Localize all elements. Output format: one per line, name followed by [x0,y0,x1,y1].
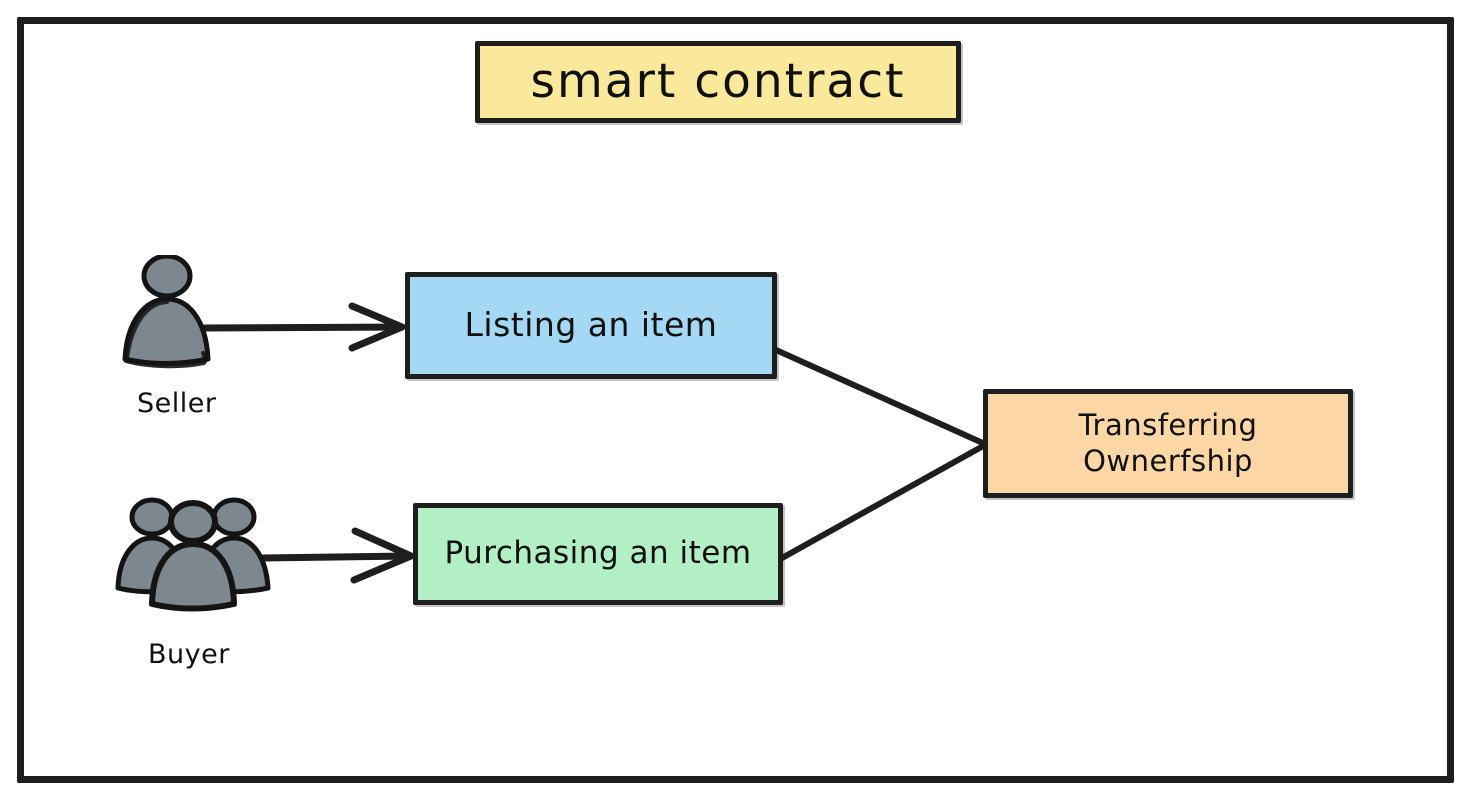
node-purchasing-an-item[interactable]: Purchasing an item [413,503,783,605]
node-label: Transferring Ownerfship [1071,408,1266,479]
group-of-people-icon [115,497,271,612]
node-label: Listing an item [464,305,718,345]
single-person-icon [122,255,211,369]
diagram-outer-frame [17,17,1454,783]
actor-label-seller: Seller [137,388,217,419]
node-label: Purchasing an item [444,535,752,572]
node-label-line-1: Transferring [1078,408,1258,443]
actor-label-buyer: Buyer [148,639,230,670]
node-label: smart contract [530,54,906,110]
node-label-line-2: Ownerfship [1083,443,1253,478]
node-smart-contract-title[interactable]: smart contract [475,41,961,123]
node-listing-an-item[interactable]: Listing an item [405,272,777,379]
node-transferring-ownership[interactable]: Transferring Ownerfship [983,389,1353,498]
